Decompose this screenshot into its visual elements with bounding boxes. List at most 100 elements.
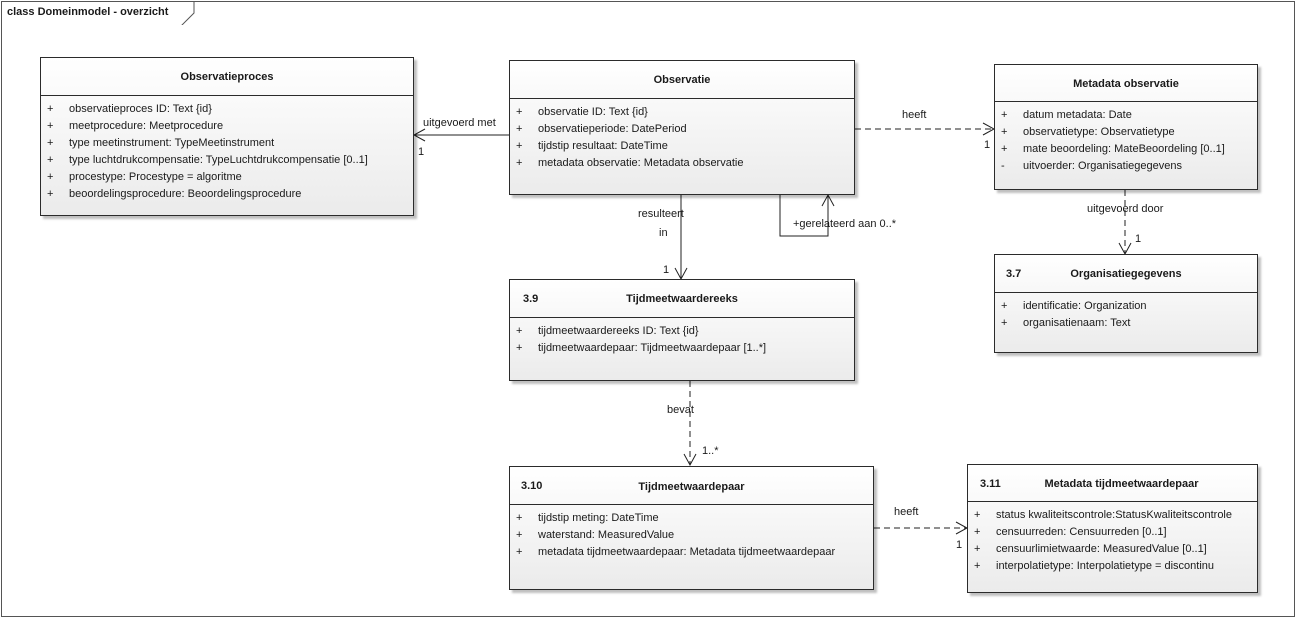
class-header: Observatie: [510, 61, 854, 99]
visibility-marker: +: [974, 543, 981, 555]
attribute-text: datum metadata: Date: [1023, 109, 1132, 121]
attribute-row[interactable]: +identificatie: Organization: [995, 298, 1257, 315]
visibility-marker: +: [1001, 143, 1008, 155]
visibility-marker: +: [47, 171, 54, 183]
attribute-row[interactable]: +observatietype: Observatietype: [995, 124, 1257, 141]
attribute-row[interactable]: +interpolatietype: Interpolatietype = di…: [968, 558, 1257, 575]
attribute-text: uitvoerder: Organisatiegegevens: [1023, 160, 1182, 172]
class-header: Observatieproces: [41, 58, 413, 96]
visibility-marker: +: [516, 546, 523, 558]
attribute-row[interactable]: +organisatienaam: Text: [995, 315, 1257, 332]
attribute-row[interactable]: + tijdstip meting: DateTime: [510, 510, 873, 527]
class-attributes: +status kwaliteitscontrole:StatusKwalite…: [968, 502, 1257, 575]
assoc-heeft-metadata-label: heeft: [902, 109, 927, 121]
visibility-marker: +: [974, 560, 981, 572]
attribute-text: tijdstip resultaat: DateTime: [538, 140, 668, 152]
assoc-heeft-paar-label: heeft: [894, 506, 919, 518]
assoc-gerelateerd-line: [779, 195, 829, 237]
attribute-row[interactable]: -uitvoerder: Organisatiegegevens: [995, 158, 1257, 175]
class-attributes: + observatieproces ID: Text {id} +meetpro…: [41, 96, 413, 203]
class-header: 3.9 Tijdmeetwaardereeks: [510, 280, 854, 318]
class-metadata-tijdmeetwaardepaar[interactable]: 3.11 Metadata tijdmeetwaardepaar +status…: [967, 464, 1258, 593]
class-metadata-observatie[interactable]: Metadata observatie + datum metadata: Dat…: [994, 64, 1258, 190]
section-number: 3.9: [523, 293, 539, 305]
class-header: Metadata observatie: [995, 65, 1257, 102]
attribute-text: mate beoordeling: MateBeoordeling [0..1]: [1023, 143, 1225, 155]
class-observatieproces[interactable]: Observatieproces + observatieproces ID: T…: [40, 57, 414, 216]
assoc-resulteert-label: resulteert: [638, 208, 684, 220]
visibility-marker: +: [1001, 300, 1008, 312]
attribute-row[interactable]: + mate beoordeling: MateBeoordeling [0..1…: [995, 141, 1257, 158]
visibility-marker: +: [516, 157, 523, 169]
attribute-row[interactable]: +observatie ID: Text {id}: [510, 104, 854, 121]
attribute-text: tijdmeetwaardepaar: Tijdmeetwaardepaar […: [538, 342, 767, 354]
attribute-text: censuurlimietwaarde: MeasuredValue [0..1…: [996, 543, 1207, 555]
attribute-row[interactable]: +tijdmeetwaardepaar: Tijdmeetwaardepaar …: [510, 340, 854, 357]
attribute-row[interactable]: + censuurlimietwaarde: MeasuredValue [0..…: [968, 541, 1257, 558]
visibility-marker: +: [516, 123, 523, 135]
attribute-text: tijdstip meting: DateTime: [538, 512, 659, 524]
section-number: 3.10: [521, 480, 543, 492]
assoc-bevat-multiplicity: 1..*: [702, 445, 719, 457]
visibility-marker: +: [516, 325, 523, 337]
attribute-row[interactable]: + procestype: Procestype = algoritme: [41, 169, 413, 186]
class-attributes: +tijdmeetwaardereeks ID: Text {id} +tijd…: [510, 318, 854, 357]
attribute-row[interactable]: +metadata tijdmeetwaardepaar: Metadata t…: [510, 544, 873, 561]
attribute-text: censuurreden: Censuurreden [0..1]: [996, 526, 1167, 538]
attribute-text: observatieproces ID: Text {id}: [69, 103, 212, 115]
visibility-marker: +: [974, 509, 981, 521]
attribute-row[interactable]: +beoordelingsprocedure: Beoordelingsproc…: [41, 186, 413, 203]
attribute-text: observatieperiode: DatePeriod: [538, 123, 687, 135]
class-header: 3.11 Metadata tijdmeetwaardepaar: [968, 465, 1257, 502]
visibility-marker: +: [974, 526, 981, 538]
attribute-row[interactable]: +type meetinstrument: TypeMeetinstrument: [41, 135, 413, 152]
visibility-marker: +: [47, 154, 54, 166]
assoc-uitgevoerd-door-multiplicity: 1: [1135, 233, 1142, 245]
assoc-in-label: in: [659, 227, 668, 239]
visibility-marker: +: [1001, 109, 1008, 121]
attribute-row[interactable]: + datum metadata: Date: [995, 107, 1257, 124]
class-name: Observatie: [653, 74, 711, 86]
attribute-row[interactable]: +tijdstip resultaat: DateTime: [510, 138, 854, 155]
class-organisatiegegevens[interactable]: 3.7 Organisatiegegevens +identificatie: …: [994, 254, 1258, 353]
assoc-bevat-label: bevat: [667, 404, 694, 416]
visibility-marker: +: [47, 103, 54, 115]
attribute-row[interactable]: + observatieproces ID: Text {id}: [41, 101, 413, 118]
assoc-uitgevoerd-met-label: uitgevoerd met: [423, 117, 496, 129]
assoc-uitgevoerd-met-multiplicity: 1: [418, 146, 425, 158]
class-name: Metadata observatie: [1073, 78, 1179, 90]
class-observatie[interactable]: Observatie +observatie ID: Text {id} + ob…: [509, 60, 855, 195]
assoc-uitgevoerd-door-label: uitgevoerd door: [1087, 203, 1164, 215]
attribute-text: waterstand: MeasuredValue: [538, 529, 675, 541]
visibility-marker: +: [516, 512, 523, 524]
assoc-heeft-metadata-multiplicity: 1: [984, 139, 991, 151]
attribute-row[interactable]: +type luchtdrukcompensatie: TypeLuchtdru…: [41, 152, 413, 169]
assoc-gerelateerd-arrow: [821, 193, 835, 207]
class-name: Tijdmeetwaardereeks: [626, 293, 738, 305]
visibility-marker: +: [516, 106, 523, 118]
class-attributes: +identificatie: Organization +organisati…: [995, 293, 1257, 332]
class-attributes: + datum metadata: Date +observatietype: O…: [995, 102, 1257, 175]
class-name: Organisatiegegevens: [1070, 268, 1182, 280]
class-tijdmeetwaardepaar[interactable]: 3.10 Tijdmeetwaardepaar + tijdstip meting…: [509, 466, 874, 590]
visibility-marker: +: [1001, 317, 1008, 329]
assoc-bevat-arrow: [683, 453, 697, 467]
diagram-title: class Domeinmodel - overzicht: [7, 6, 169, 18]
attribute-row[interactable]: + censuurreden: Censuurreden [0..1]: [968, 524, 1257, 541]
assoc-heeft-paar-multiplicity: 1: [956, 539, 963, 551]
attribute-row[interactable]: +tijdmeetwaardereeks ID: Text {id}: [510, 323, 854, 340]
attribute-row[interactable]: +metadata observatie: Metadata observati…: [510, 155, 854, 172]
attribute-text: procestype: Procestype = algoritme: [69, 171, 242, 183]
attribute-row[interactable]: +meetprocedure: Meetprocedure: [41, 118, 413, 135]
class-header: 3.10 Tijdmeetwaardepaar: [510, 467, 873, 505]
attribute-row[interactable]: + waterstand: MeasuredValue: [510, 527, 873, 544]
class-attributes: + tijdstip meting: DateTime + waterstand: …: [510, 505, 873, 561]
visibility-marker: +: [1001, 126, 1008, 138]
visibility-marker: +: [516, 529, 523, 541]
attribute-row[interactable]: + observatieperiode: DatePeriod: [510, 121, 854, 138]
class-tijdmeetwaardereeks[interactable]: 3.9 Tijdmeetwaardereeks +tijdmeetwaarder…: [509, 279, 855, 381]
section-number: 3.7: [1006, 268, 1022, 280]
attribute-row[interactable]: +status kwaliteitscontrole:StatusKwalite…: [968, 507, 1257, 524]
